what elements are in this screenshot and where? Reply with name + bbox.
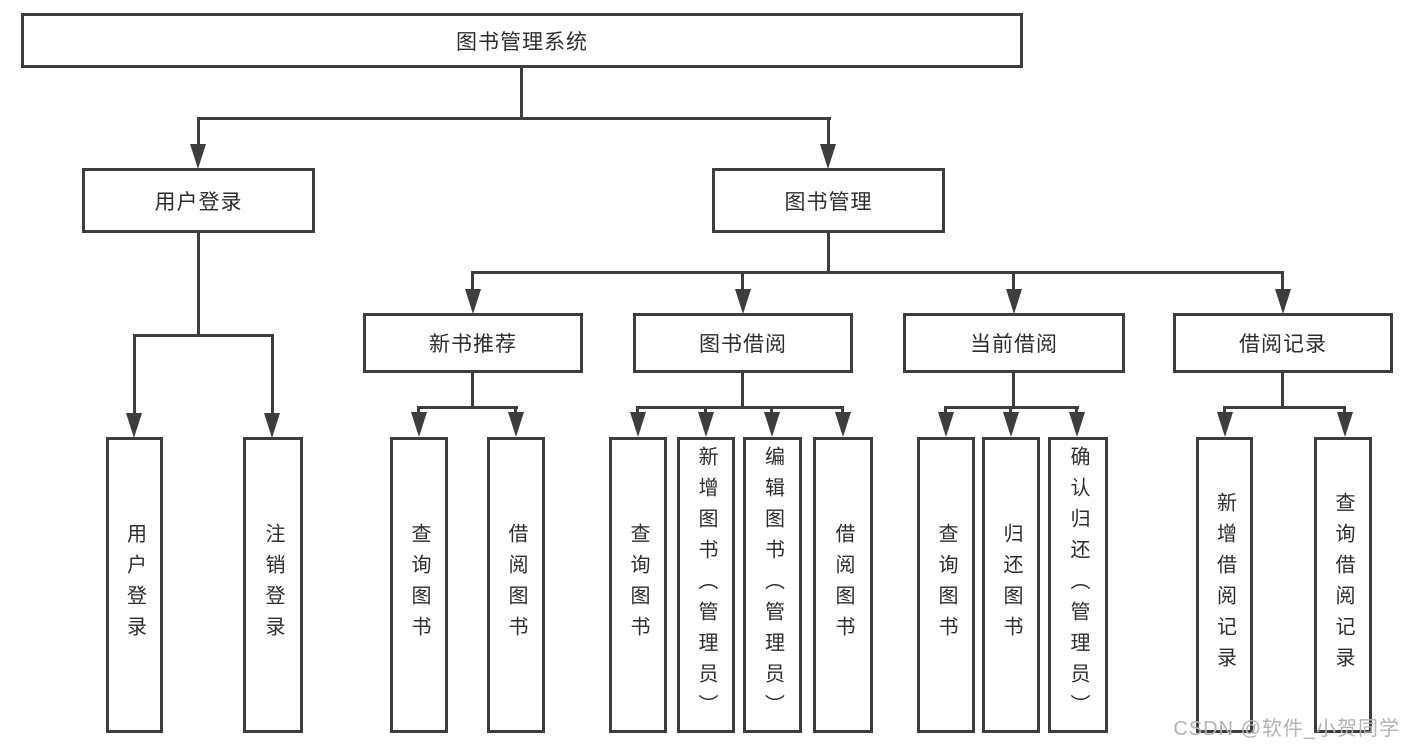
node-label: 编辑图书（管理员） xyxy=(761,445,784,725)
node-user-login-leaf: 用户登录 xyxy=(106,437,163,733)
node-new-book-recommend: 新书推荐 xyxy=(363,313,583,373)
arrow-down-icon xyxy=(698,412,714,437)
connector-leaf-stem xyxy=(944,406,947,415)
node-label: 确认归还（管理员） xyxy=(1067,445,1089,725)
connector-records-hbar xyxy=(1223,406,1346,409)
connector-leaf-stem xyxy=(704,406,707,415)
node-user-login: 用户登录 xyxy=(82,168,315,233)
node-label: 新书推荐 xyxy=(429,333,517,356)
connector-user-login-stem xyxy=(197,233,200,336)
connector-root-hbar xyxy=(197,117,831,120)
node-label: 借阅图书 xyxy=(832,523,854,647)
node-label: 图书借阅 xyxy=(699,333,787,356)
connector-leaf-stem xyxy=(636,406,639,415)
node-return-books: 归还图书 xyxy=(982,437,1040,733)
connector-to-current-borrowing xyxy=(1012,271,1015,291)
node-label: 图书管理系统 xyxy=(456,30,588,54)
node-label: 用户登录 xyxy=(154,190,243,214)
connector-records-stem xyxy=(1281,373,1284,408)
node-borrowing-records: 借阅记录 xyxy=(1173,313,1393,373)
connector-borrowing-stem xyxy=(741,373,744,408)
connector-to-user-login-leaf xyxy=(133,334,136,415)
node-add-borrow-record: 新增借阅记录 xyxy=(1196,437,1253,733)
connector-leaf-stem xyxy=(1009,406,1012,415)
node-label: 注销登录 xyxy=(262,523,284,647)
node-borrow-books-2: 借阅图书 xyxy=(813,437,873,733)
arrow-down-icon xyxy=(938,412,954,437)
node-query-books-2: 查询图书 xyxy=(609,437,667,733)
connector-leaf-stem xyxy=(1343,406,1346,415)
node-label: 归还图书 xyxy=(1000,523,1022,647)
node-label: 新增借阅记录 xyxy=(1213,492,1236,678)
connector-leaf-stem xyxy=(841,406,844,415)
connector-newbook-hbar xyxy=(417,406,518,409)
csdn-watermark: CSDN @软件_小贺同学 xyxy=(1173,718,1400,740)
node-logout: 注销登录 xyxy=(243,437,303,733)
arrow-down-icon xyxy=(190,144,206,169)
arrow-down-icon xyxy=(1337,412,1353,437)
node-label: 新增图书（管理员） xyxy=(695,445,717,725)
connector-to-logout xyxy=(271,334,274,415)
connector-book-mgmt-stem xyxy=(827,233,830,273)
connector-leaf-stem xyxy=(1075,406,1078,415)
arrow-down-icon xyxy=(1217,412,1233,437)
node-label: 借阅图书 xyxy=(505,523,527,647)
arrow-down-icon xyxy=(1275,289,1291,314)
arrow-down-icon xyxy=(820,144,836,169)
node-label: 用户登录 xyxy=(123,523,146,647)
connector-newbook-stem xyxy=(471,373,474,408)
connector-current-stem xyxy=(1012,373,1015,408)
arrow-down-icon xyxy=(126,413,142,438)
arrow-down-icon xyxy=(835,412,851,437)
node-book-borrowing: 图书借阅 xyxy=(633,313,853,373)
node-label: 查询图书 xyxy=(935,523,957,647)
node-label: 查询图书 xyxy=(408,523,430,647)
node-query-books-1: 查询图书 xyxy=(390,437,448,733)
node-confirm-return-admin: 确认归还（管理员） xyxy=(1048,437,1108,733)
node-query-books-3: 查询图书 xyxy=(917,437,975,733)
connector-to-user-login xyxy=(197,117,200,145)
node-book-management: 图书管理 xyxy=(712,168,945,233)
node-label: 图书管理 xyxy=(784,190,873,214)
arrow-down-icon xyxy=(1006,289,1022,314)
arrow-down-icon xyxy=(735,289,751,314)
node-label: 查询图书 xyxy=(627,523,649,647)
arrow-down-icon xyxy=(508,412,524,437)
connector-leaf-stem xyxy=(770,406,773,415)
node-library-system: 图书管理系统 xyxy=(21,13,1023,68)
connector-book-mgmt-hbar xyxy=(471,271,1284,274)
node-borrow-books-1: 借阅图书 xyxy=(487,437,545,733)
connector-to-book-management xyxy=(827,117,830,145)
connector-to-book-borrowing xyxy=(741,271,744,291)
arrow-down-icon xyxy=(465,289,481,314)
arrow-down-icon xyxy=(1003,412,1019,437)
arrow-down-icon xyxy=(411,412,427,437)
connector-to-borrowing-records xyxy=(1281,271,1284,291)
connector-leaf-stem xyxy=(1223,406,1226,415)
connector-borrowing-hbar xyxy=(636,406,844,409)
arrow-down-icon xyxy=(764,412,780,437)
node-edit-books-admin: 编辑图书（管理员） xyxy=(743,437,802,733)
connector-to-new-book-recommend xyxy=(471,271,474,291)
connector-leaf-stem xyxy=(417,406,420,415)
connector-user-login-hbar xyxy=(133,334,274,337)
arrow-down-icon xyxy=(1069,412,1085,437)
node-label: 查询借阅记录 xyxy=(1332,492,1354,678)
node-add-books-admin: 新增图书（管理员） xyxy=(677,437,735,733)
node-label: 借阅记录 xyxy=(1239,333,1327,356)
node-query-borrow-record: 查询借阅记录 xyxy=(1314,437,1372,733)
node-label: 当前借阅 xyxy=(970,333,1058,356)
node-current-borrowing: 当前借阅 xyxy=(903,313,1125,373)
connector-root-stem xyxy=(520,68,523,118)
arrow-down-icon xyxy=(630,412,646,437)
arrow-down-icon xyxy=(264,413,280,438)
connector-leaf-stem xyxy=(514,406,517,415)
